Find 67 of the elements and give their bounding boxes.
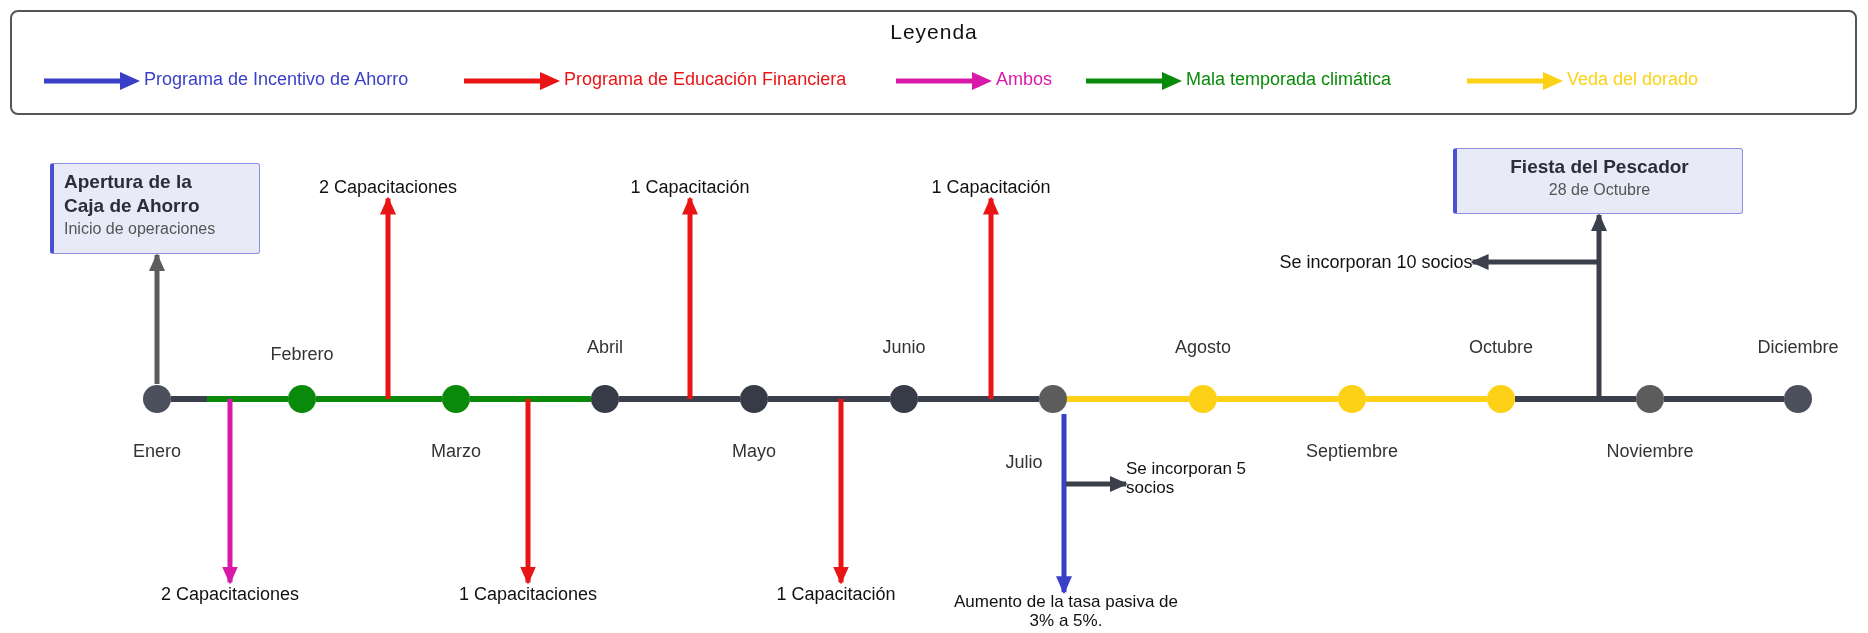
timeline-dot xyxy=(1784,385,1812,413)
month-label: Julio xyxy=(1005,451,1043,473)
timeline-dot xyxy=(288,385,316,413)
legend-label: Programa de Incentivo de Ahorro xyxy=(144,69,409,90)
timeline-dot xyxy=(442,385,470,413)
arrow xyxy=(833,399,849,585)
timeline-dot xyxy=(591,385,619,413)
legend-label: Mala temporada climática xyxy=(1186,69,1392,90)
timeline-dot xyxy=(1636,385,1664,413)
timeline-segment xyxy=(1515,396,1636,402)
timeline-segment xyxy=(470,396,591,402)
timeline-segment xyxy=(619,396,740,402)
event-label: 1 Capacitación xyxy=(630,176,750,198)
month-label: Septiembre xyxy=(1305,440,1399,462)
arrow xyxy=(983,196,999,399)
month-label: Junio xyxy=(882,336,926,358)
event-label: 1 Capacitación xyxy=(776,583,896,605)
timeline-segment xyxy=(1067,396,1189,402)
card-subtitle: 28 de Octubre xyxy=(1547,180,1652,200)
card-title: Fiesta del Pescador xyxy=(1509,155,1690,179)
timeline-segment xyxy=(768,396,890,402)
timeline-dot xyxy=(1487,385,1515,413)
month-label: Abril xyxy=(587,336,623,358)
event-label: Se incorporan 5 socios xyxy=(1126,460,1250,498)
timeline-segment xyxy=(918,396,1039,402)
card-subtitle: Inicio de operaciones xyxy=(64,219,217,239)
event-label: 1 Capacitaciones xyxy=(458,583,598,605)
month-label: Noviembre xyxy=(1606,440,1694,462)
legend-label: Programa de Educación Financiera xyxy=(564,69,847,90)
card-title: Apertura de la Caja de Ahorro xyxy=(64,170,201,218)
timeline-segment xyxy=(171,396,288,402)
arrow xyxy=(1066,476,1128,492)
event-card xyxy=(50,163,260,254)
month-label: Diciembre xyxy=(1757,336,1839,358)
timeline-segment xyxy=(1366,396,1487,402)
event-card xyxy=(1453,148,1743,214)
legend-label: Veda del dorado xyxy=(1567,69,1699,90)
event-label: 2 Capacitaciones xyxy=(160,583,300,605)
month-label: Marzo xyxy=(431,440,481,462)
event-label: Se incorporan 10 socios xyxy=(1279,251,1473,273)
timeline-dot xyxy=(1039,385,1067,413)
arrow xyxy=(520,399,536,585)
month-label: Octubre xyxy=(1469,336,1533,358)
arrow xyxy=(380,196,396,399)
timeline-dot xyxy=(890,385,918,413)
timeline-segment xyxy=(316,396,442,402)
arrow xyxy=(682,196,698,399)
legend-label: Ambos xyxy=(996,69,1053,90)
timeline-dot xyxy=(1338,385,1366,413)
event-label: 2 Capacitaciones xyxy=(318,176,458,198)
event-label: 1 Capacitación xyxy=(931,176,1051,198)
arrow xyxy=(1056,414,1072,595)
month-label: Febrero xyxy=(270,343,334,365)
arrow xyxy=(1470,254,1599,270)
timeline-dot xyxy=(740,385,768,413)
legend-title: Leyenda xyxy=(890,20,978,44)
month-label: Agosto xyxy=(1175,336,1231,358)
timeline-dot xyxy=(1189,385,1217,413)
timeline-segment xyxy=(1217,396,1338,402)
event-label: Aumento de la tasa pasiva de 3% a 5%. xyxy=(946,593,1186,631)
arrow xyxy=(1591,213,1607,399)
timeline-dot xyxy=(143,385,171,413)
arrow xyxy=(149,253,165,384)
timeline-segment xyxy=(1664,396,1784,402)
month-label: Enero xyxy=(133,440,181,462)
arrow xyxy=(222,399,238,585)
month-label: Mayo xyxy=(732,440,776,462)
